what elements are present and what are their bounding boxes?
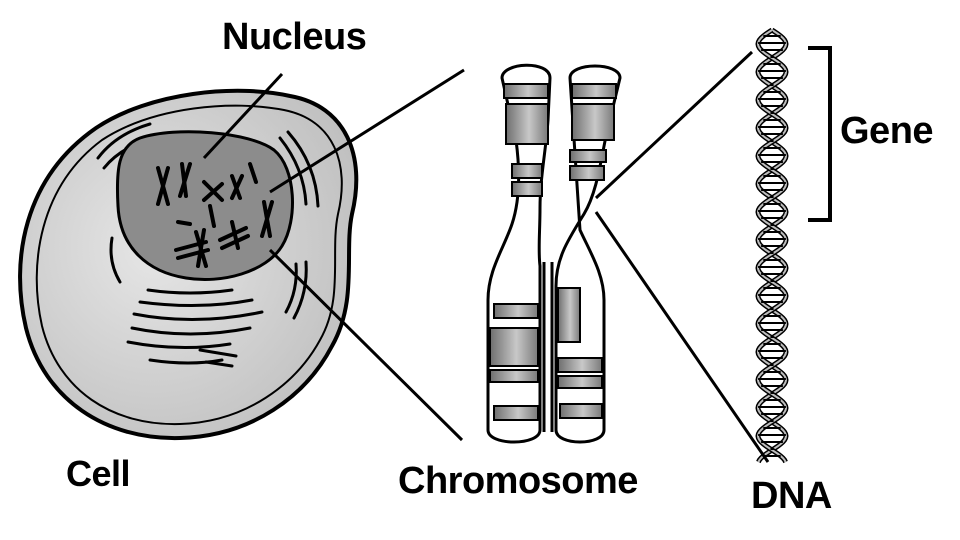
chromosome bbox=[486, 63, 622, 444]
chromosome-right-chromatid bbox=[554, 64, 622, 444]
connector-lines bbox=[202, 50, 770, 463]
nucleus-chromosomes bbox=[156, 162, 274, 268]
zoom-line-chromosome-bottom bbox=[594, 211, 770, 463]
nucleus-label: Nucleus bbox=[222, 16, 367, 58]
chromosome-label: Chromosome bbox=[398, 460, 638, 502]
zoom-line-chromosome-top bbox=[594, 50, 754, 200]
dna-helix bbox=[755, 27, 789, 464]
nucleus bbox=[115, 130, 294, 282]
cell bbox=[18, 88, 359, 441]
gene-bracket bbox=[808, 46, 832, 222]
zoom-line-cell-top bbox=[269, 68, 465, 194]
cell-label: Cell bbox=[66, 453, 131, 494]
cell-inner-membrane bbox=[35, 104, 343, 426]
dna-label: DNA bbox=[751, 475, 832, 517]
gene-label: Gene bbox=[840, 110, 934, 152]
nucleus-pointer-line bbox=[202, 72, 284, 160]
chromosome-bands bbox=[489, 83, 617, 421]
zoom-line-cell-bottom bbox=[268, 248, 464, 442]
